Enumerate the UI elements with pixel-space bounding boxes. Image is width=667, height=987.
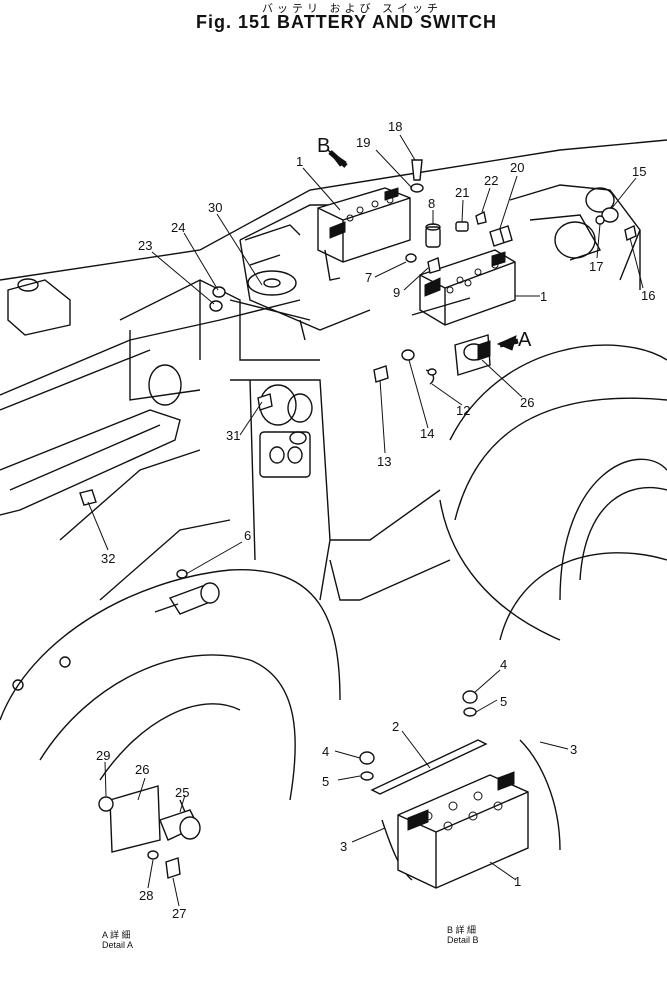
callout-1-upper: 1	[296, 154, 303, 169]
callout-9: 9	[393, 285, 400, 300]
callout-13: 13	[377, 454, 391, 469]
callout-22: 22	[484, 173, 498, 188]
title-japanese: バッテリ および スイッチ	[262, 2, 442, 15]
callout-labels: B A 1 1 1 2 3 3 4 4 5 5 6 7 8 9 12 13 14…	[96, 119, 655, 921]
callout-24: 24	[171, 220, 185, 235]
view-marker-a: A	[518, 329, 532, 351]
callout-25: 25	[175, 785, 189, 800]
callout-4-left: 4	[322, 744, 329, 759]
callout-26-main: 26	[520, 395, 534, 410]
small-parts	[79, 159, 637, 615]
callout-32: 32	[101, 551, 115, 566]
battery-upper	[317, 187, 411, 281]
callout-5-left: 5	[322, 774, 329, 789]
detail-b-label: Detail B	[447, 935, 479, 945]
callout-28: 28	[139, 888, 153, 903]
detail-a-drawing	[98, 761, 201, 907]
callout-15: 15	[632, 164, 646, 179]
machine-frame	[0, 139, 667, 601]
callout-7: 7	[365, 270, 372, 285]
callout-14: 14	[420, 426, 434, 441]
detail-b-drawing	[334, 669, 569, 889]
callout-31: 31	[226, 428, 240, 443]
callout-27: 27	[172, 906, 186, 921]
callout-16: 16	[641, 288, 655, 303]
callout-20: 20	[510, 160, 524, 175]
tires	[0, 344, 667, 801]
callout-2: 2	[392, 719, 399, 734]
switch-plate	[454, 334, 491, 376]
callout-12: 12	[456, 403, 470, 418]
callout-26-detail-a: 26	[135, 762, 149, 777]
detail-a-label: Detail A	[102, 940, 134, 950]
callout-18: 18	[388, 119, 402, 134]
callout-19: 19	[356, 135, 370, 150]
callout-3-right: 3	[570, 742, 577, 757]
callout-1-detail-b: 1	[514, 874, 521, 889]
callout-23: 23	[138, 238, 152, 253]
figure-title: Fig. 151 BATTERY AND SWITCH	[196, 12, 498, 32]
callout-29: 29	[96, 748, 110, 763]
view-marker-b: B	[317, 135, 330, 157]
callout-30: 30	[208, 200, 222, 215]
callout-17: 17	[589, 259, 603, 274]
detail-a-japanese: A 詳 細	[102, 930, 131, 940]
callout-1-middle: 1	[540, 289, 547, 304]
leader-lines	[87, 134, 644, 575]
callout-5-right: 5	[500, 694, 507, 709]
callout-3-left: 3	[340, 839, 347, 854]
detail-b-japanese: B 詳 細	[447, 925, 477, 935]
battery-middle	[411, 249, 516, 326]
callout-6: 6	[244, 528, 251, 543]
callout-21: 21	[455, 185, 469, 200]
callout-4-right: 4	[500, 657, 507, 672]
callout-8: 8	[428, 196, 435, 211]
